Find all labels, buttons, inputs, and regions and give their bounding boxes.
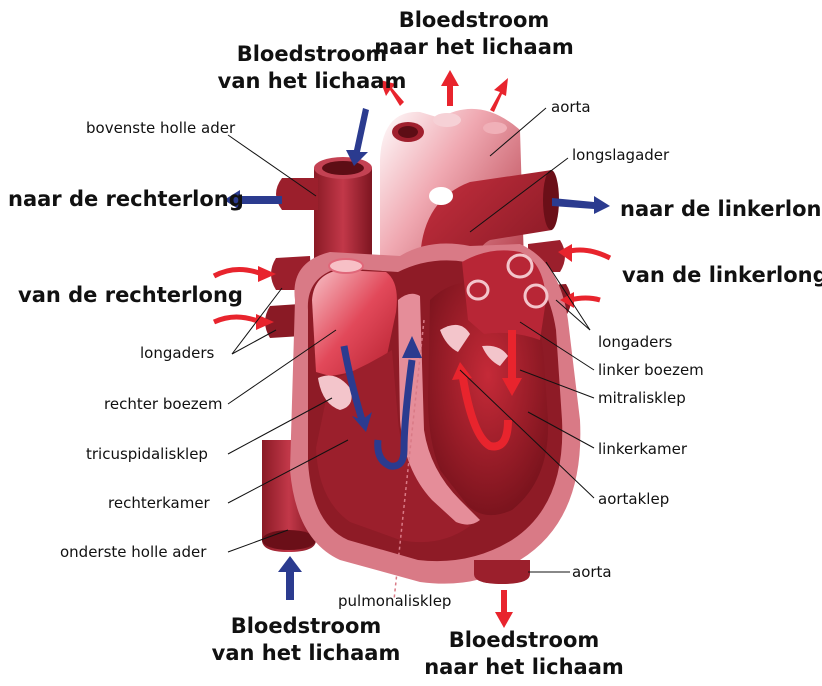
- title-to-right-lung: naar de rechterlong: [8, 186, 244, 213]
- label-left-atrium: linker boezem: [598, 361, 704, 379]
- label-superior-vena-cava: bovenste holle ader: [86, 119, 235, 137]
- label-right-ventricle: rechterkamer: [108, 494, 210, 512]
- title-top-in-line2: van het lichaam: [212, 68, 412, 95]
- title-bottom-in: Bloedstroom van het lichaam: [206, 613, 406, 667]
- title-bottom-out: Bloedstroom naar het lichaam: [424, 627, 624, 681]
- label-pulmonary-veins-right: longaders: [598, 333, 672, 351]
- title-from-left-lung: van de linkerlong: [622, 262, 822, 289]
- label-mitral-valve: mitralisklep: [598, 389, 686, 407]
- title-bottom-out-line1: Bloedstroom: [424, 627, 624, 654]
- title-bottom-in-line1: Bloedstroom: [206, 613, 406, 640]
- title-to-left-lung: naar de linkerlong: [620, 196, 822, 223]
- label-pulmonary-veins-left: longaders: [140, 344, 214, 362]
- label-left-ventricle: linkerkamer: [598, 440, 687, 458]
- label-right-atrium: rechter boezem: [104, 395, 223, 413]
- title-top-out-line2: naar het lichaam: [374, 34, 574, 61]
- title-bottom-in-line2: van het lichaam: [206, 640, 406, 667]
- label-pulmonary-valve: pulmonalisklep: [338, 592, 451, 610]
- label-aorta-top: aorta: [551, 98, 591, 116]
- label-pulmonary-artery: longslagader: [572, 146, 669, 164]
- title-bottom-out-line2: naar het lichaam: [424, 654, 624, 681]
- title-top-out: Bloedstroom naar het lichaam: [374, 7, 574, 61]
- descending-aorta: [474, 560, 530, 584]
- title-top-out-line1: Bloedstroom: [374, 7, 574, 34]
- label-aorta-bottom: aorta: [572, 563, 612, 581]
- label-aortic-valve: aortaklep: [598, 490, 669, 508]
- label-inferior-vena-cava: onderste holle ader: [60, 543, 206, 561]
- label-tricuspid-valve: tricuspidalisklep: [86, 445, 208, 463]
- title-from-right-lung: van de rechterlong: [18, 282, 243, 309]
